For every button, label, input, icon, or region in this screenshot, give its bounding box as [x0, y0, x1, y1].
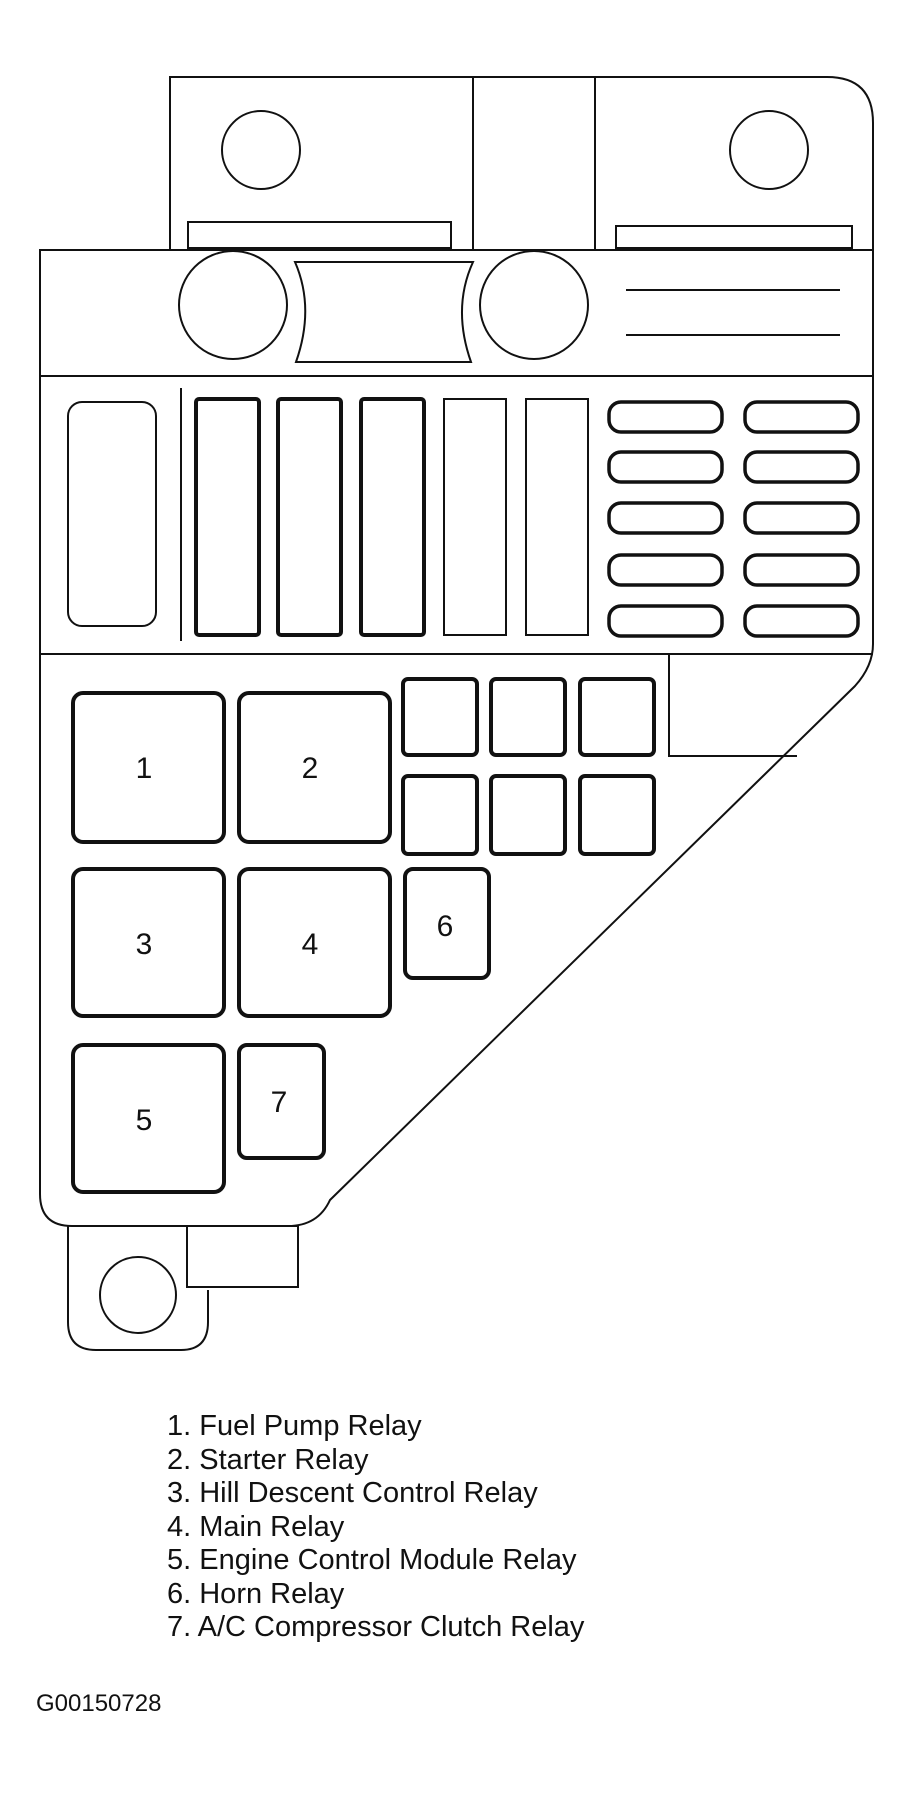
spare-fuse-slot: [525, 398, 589, 636]
relay-slot-3-label: 3: [136, 928, 153, 961]
maxi-fuse: [276, 397, 343, 637]
legend-item: 1. Fuel Pump Relay: [167, 1410, 422, 1442]
relay-slot-6-label: 6: [437, 910, 454, 943]
mini-fuse: [607, 501, 724, 535]
maxi-fuse: [359, 397, 426, 637]
mini-fuses: [607, 400, 860, 638]
relay-slot-6: [403, 867, 491, 980]
small-relay-socket: [401, 774, 479, 856]
relay-slot-5: [71, 1043, 226, 1194]
relay-section: 1 2 3 4 5 6 7: [71, 654, 797, 1194]
legend-item: 2. Starter Relay: [167, 1443, 369, 1476]
bottom-tab: [186, 1225, 299, 1288]
figure-id: G00150728: [36, 1690, 162, 1717]
relay-slot-2-label: 2: [302, 752, 319, 785]
right-connector-socket: [479, 250, 589, 360]
bottom-bracket: [67, 1225, 299, 1351]
housing-outline: [39, 249, 874, 1227]
left-mounting-hole: [221, 110, 301, 190]
mini-fuse: [743, 553, 860, 587]
relay-legend: 1. Fuel Pump Relay 2. Starter Relay 3. H…: [167, 1410, 584, 1645]
right-mounting-hole: [729, 110, 809, 190]
maxi-fuse: [194, 397, 261, 637]
mini-fuse: [607, 400, 724, 434]
bottom-mounting-hole: [99, 1256, 177, 1334]
small-relay-sockets: [401, 677, 656, 856]
legend-item: 7. A/C Compressor Clutch Relay: [167, 1611, 585, 1643]
mini-fuse: [743, 604, 860, 638]
fuse-section: [40, 388, 873, 655]
relay-slot-4-label: 4: [302, 928, 319, 961]
fuse-box-diagram: 1 2 3 4 5 6 7: [39, 76, 874, 1351]
legend-item: 4. Main Relay: [167, 1510, 345, 1543]
fuse-puller-slot: [67, 401, 157, 627]
left-connector-socket: [178, 250, 288, 360]
top-bracket: [169, 76, 874, 250]
mini-fuse: [607, 450, 724, 484]
small-relay-socket: [578, 774, 656, 856]
connector-bridge: [293, 261, 475, 363]
relay-slot-3: [71, 867, 226, 1018]
small-relay-socket: [489, 774, 567, 856]
relay-slot-7: [237, 1043, 326, 1160]
mini-fuse: [743, 501, 860, 535]
mini-fuse: [743, 450, 860, 484]
small-relay-socket: [489, 677, 567, 757]
relay-slot-7-label: 7: [271, 1086, 288, 1119]
relay-slot-1-label: 1: [136, 752, 153, 785]
relay-slot-4: [237, 867, 392, 1018]
relay-slot-5-label: 5: [136, 1104, 153, 1137]
legend-item: 3. Hill Descent Control Relay: [167, 1477, 538, 1509]
relay-slot-2: [237, 691, 392, 844]
corner-notch: [668, 654, 797, 757]
mini-fuse: [743, 400, 860, 434]
relay-slot-1: [71, 691, 226, 844]
mini-fuse: [607, 553, 724, 587]
small-relay-socket: [578, 677, 656, 757]
connector-band: [40, 250, 873, 377]
left-tab: [187, 221, 452, 249]
small-relay-socket: [401, 677, 479, 757]
legend-item: 5. Engine Control Module Relay: [167, 1544, 577, 1576]
right-tab: [615, 225, 853, 249]
mini-fuse: [607, 604, 724, 638]
spare-fuse-slot: [443, 398, 507, 636]
maxi-fuses: [194, 397, 426, 637]
legend-item: 6. Horn Relay: [167, 1577, 345, 1610]
